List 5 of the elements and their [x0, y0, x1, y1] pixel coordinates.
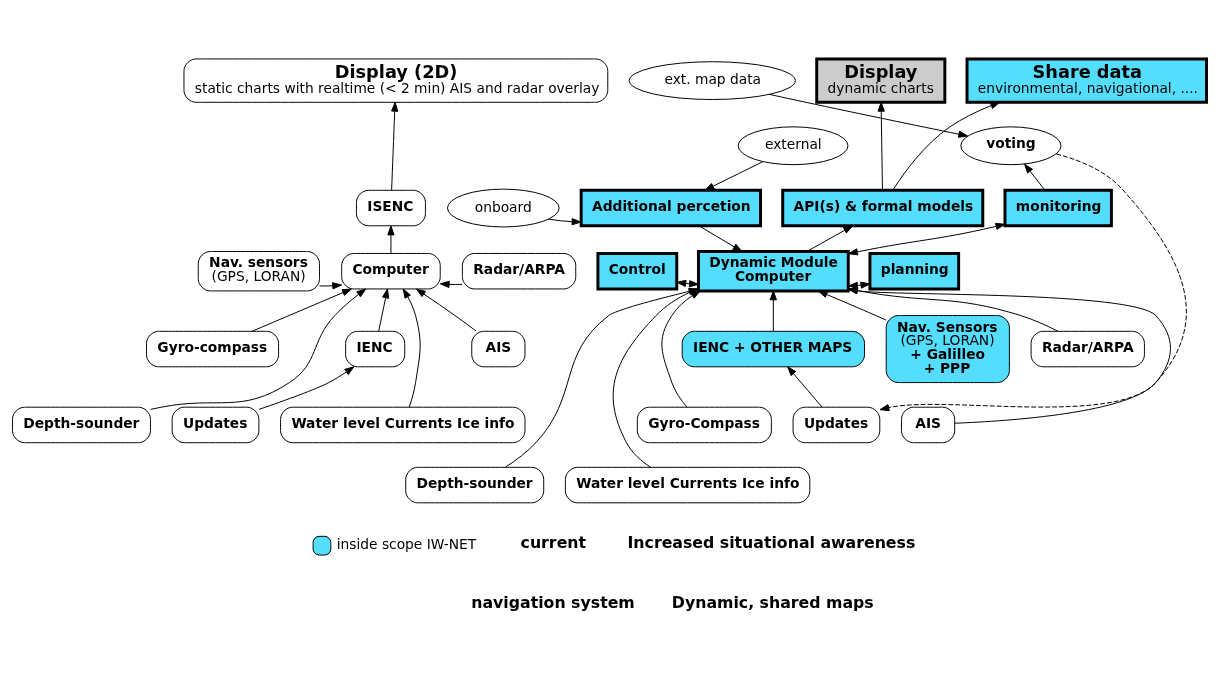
- label: navigation system: [471, 593, 635, 613]
- label: Dynamic, shared maps: [671, 593, 874, 613]
- label: Increased situational awareness: [627, 532, 916, 552]
- legend-label: inside scope IW-NET: [336, 536, 477, 553]
- label: current: [520, 532, 587, 552]
